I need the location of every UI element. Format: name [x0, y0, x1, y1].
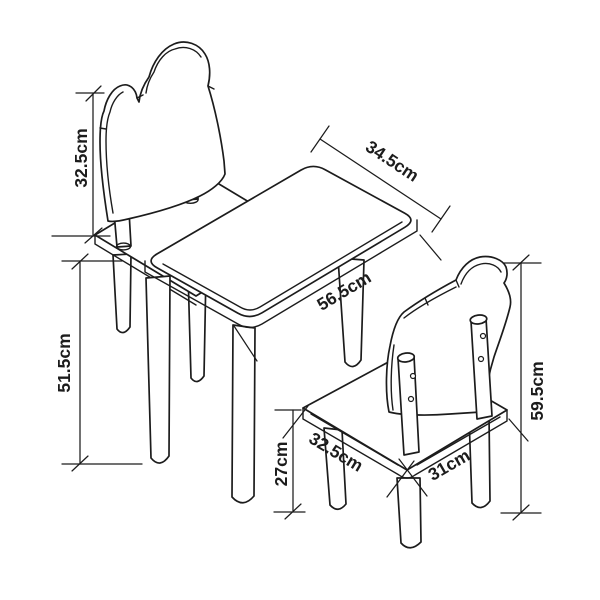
chair2-backrest-edge-ticks [424, 279, 460, 306]
chair2-leg-front [396, 477, 422, 549]
chair2 [302, 255, 512, 549]
chair2-seat-edge-band [302, 407, 508, 479]
dim-chair-backrest-height: 32.5cm [51, 85, 111, 244]
dim-chair-seat-height: 27cm [271, 405, 309, 520]
chair2-backrest-inner-line [390, 262, 502, 411]
table-leg-rear [337, 257, 365, 368]
table-top-roundover-line [162, 221, 403, 311]
dim-table-height: 51.5cm [54, 253, 143, 472]
chair2-leg-right [468, 413, 491, 509]
chair1-leg-left [112, 253, 132, 334]
chair1-backrest-inner-line [105, 46, 202, 214]
table-top-edge-band [144, 219, 418, 329]
dim-chair-total-height: 59.5cm [500, 254, 547, 521]
table-leg-front [231, 324, 256, 504]
dim-label-chair-backrest-height: 32.5cm [71, 128, 91, 187]
table-leg-left [145, 275, 171, 464]
chair1-leg-right [187, 271, 207, 383]
dim-label-table-depth: 34.5cm [362, 136, 423, 185]
chair1-bear-backrest [99, 41, 226, 223]
chair2-seat-roundover-line [310, 413, 501, 466]
dim-label-chair-seat-height: 27cm [271, 442, 291, 487]
dim-label-table-height: 51.5cm [54, 333, 74, 392]
chair2-back-posts [396, 314, 493, 456]
chair2-leg-left [323, 427, 347, 511]
table [144, 165, 418, 504]
table-top [150, 165, 412, 318]
dim-label-chair-total-height: 59.5cm [527, 361, 547, 420]
chair1-backrest-edge-ticks [99, 85, 215, 130]
